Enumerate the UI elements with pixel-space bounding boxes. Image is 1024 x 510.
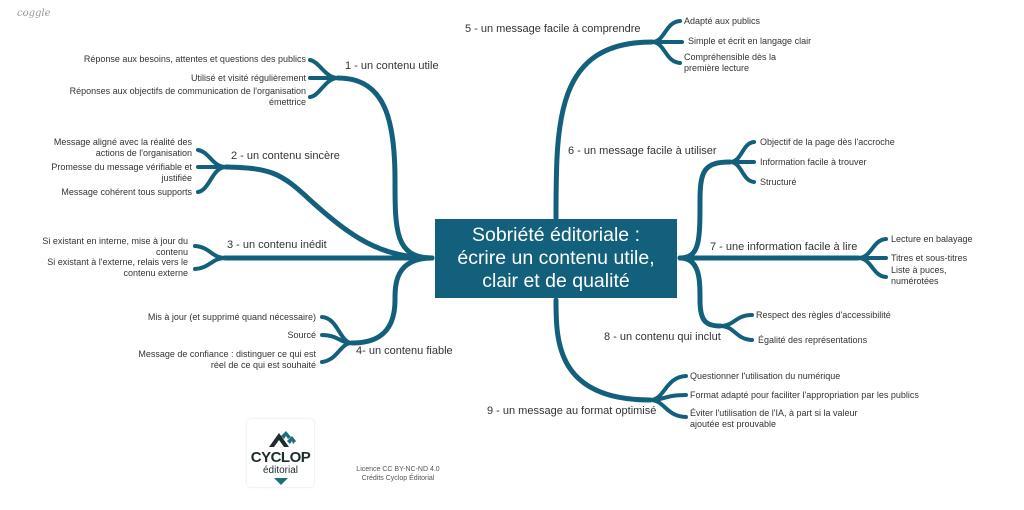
leaf-2-3[interactable]: Message cohérent tous supports [61,187,192,197]
logo-subtitle: éditorial [262,465,299,476]
credits-text: Crédits Cyclop Éditorial [361,475,435,482]
connector-5 [553,39,655,221]
branch-1-label[interactable]: 1 - un contenu utile [345,60,439,72]
branch-6-label[interactable]: 6 - un message facile à utiliser [568,145,717,157]
leaf-8-1[interactable]: Respect des règles d'accessibilité [756,310,891,320]
branch-5-label[interactable]: 5 - un message facile à comprendre [465,23,641,35]
leaf-6-3[interactable]: Structuré [760,177,797,187]
leaf-1-3[interactable]: Réponses aux objectifs de communication … [69,86,306,107]
connector-8 [677,255,723,329]
central-topic-title: Sobriété éditoriale : écrire un contenu … [457,224,655,292]
branch-7-label[interactable]: 7 - une information facile à lire [710,241,858,253]
leaf-4-3[interactable]: Message de confiance : distinguer ce qui… [138,349,316,370]
leaf-1-2[interactable]: Utilisé et visité régulièrement [190,73,306,83]
leaf-7-3[interactable]: Liste à puces, numérotées [891,265,947,286]
branch-2-label[interactable]: 2 - un contenu sincère [231,150,340,162]
leaf-9-2[interactable]: Format adapté pour faciliter l'appropria… [690,390,919,400]
connector-1 [335,75,435,261]
branch-9-label[interactable]: 9 - un message au format optimisé [487,405,657,417]
branch-3-label[interactable]: 3 - un contenu inédit [227,239,327,251]
license-credits: Licence CC BY-NC-ND 4.0 Crédits Cyclop É… [330,465,466,483]
leaf-3-1[interactable]: Si existant en interne, mise à jour du c… [42,236,188,257]
coggle-watermark: coggle [17,8,51,19]
leaf-2-1[interactable]: Message aligné avec la réalité des actio… [53,137,192,158]
branch-4-label[interactable]: 4- un contenu fiable [356,345,453,357]
leaf-7-1[interactable]: Lecture en balayage [891,234,973,244]
leaf-4-1[interactable]: Mis à jour (et supprimé quand nécessaire… [147,312,316,322]
leaf-8-2[interactable]: Égalité des représentations [758,335,868,345]
leaf-1-1[interactable]: Réponse aux besoins, attentes et questio… [83,54,306,64]
leaf-2-2[interactable]: Promesse du message vérifiable et justif… [51,162,192,183]
leaf-9-3[interactable]: Éviter l'utilisation de l'IA, à part si … [690,408,858,429]
connector-4 [349,255,435,346]
leaf-7-2[interactable]: Titres et sous-titres [891,253,968,263]
connector-2 [223,164,435,261]
leaf-6-1[interactable]: Objectif de la page dès l'accroche [760,137,895,147]
mountain-icon [269,431,296,447]
connector-6 [677,159,733,261]
leaf-5-1[interactable]: Adapté aux publics [684,16,761,26]
license-text: Licence CC BY-NC-ND 4.0 [356,466,440,473]
logo-name: CYCLOP [250,449,311,466]
chevron-down-icon [274,478,288,485]
leaf-5-2[interactable]: Simple et écrit en langage clair [688,36,812,46]
connector-9 [553,297,653,403]
cyclop-logo: CYCLOP éditorial [247,419,314,487]
leaf-9-1[interactable]: Questionner l'utilisation du numérique [690,371,841,381]
leaf-5-3[interactable]: Compréhensible dès la première lecture [684,52,777,73]
leaf-6-2[interactable]: Information facile à trouver [760,157,867,167]
central-topic[interactable]: Sobriété éditoriale : écrire un contenu … [435,219,677,298]
branch-8-label[interactable]: 8 - un contenu qui inclut [604,331,721,343]
leaf-4-2[interactable]: Sourcé [287,330,316,340]
leaf-3-2[interactable]: Si existant à l'externe, relais vers le … [47,257,188,278]
